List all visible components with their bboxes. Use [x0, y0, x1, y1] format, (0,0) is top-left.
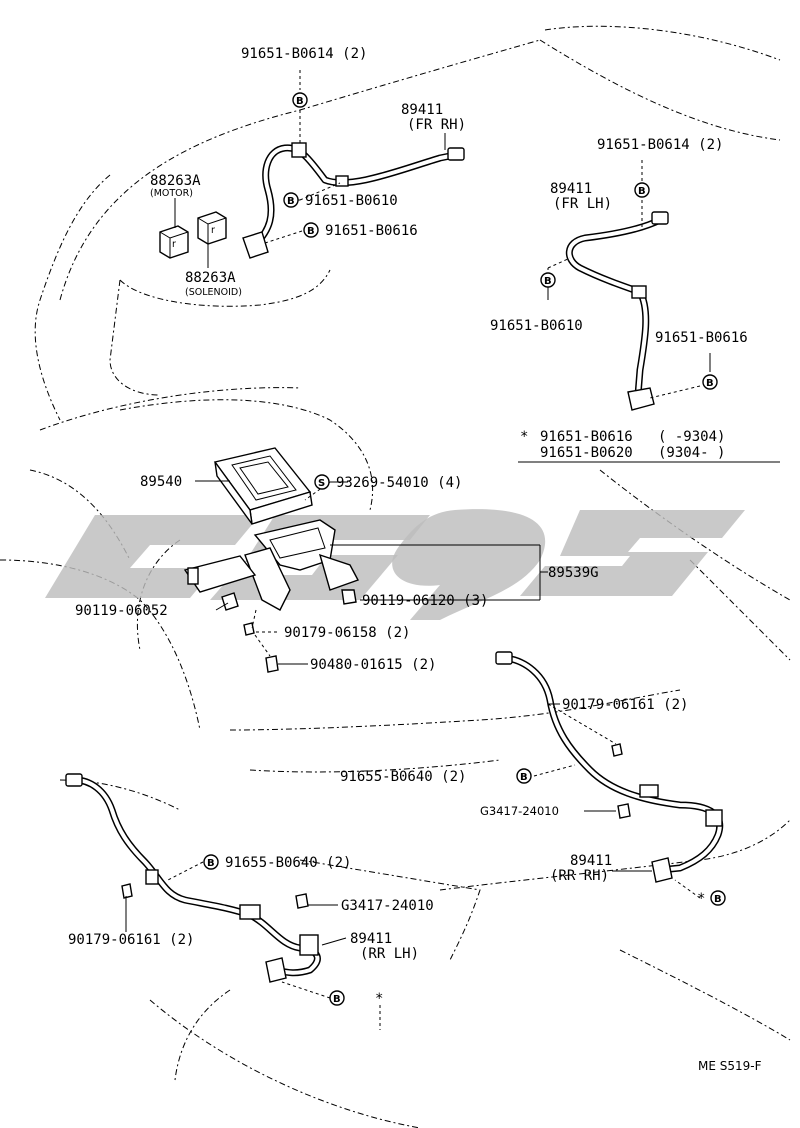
bolt-symbols: B B B B B B S B B B B [203, 92, 726, 1006]
fr-lh-sensor [565, 211, 669, 411]
figure-code: ME S519-F [698, 1059, 762, 1073]
label-sensor-fr-lh-side: (FR LH) [553, 196, 612, 212]
svg-text:S: S [318, 478, 325, 489]
label-sensor-fr-lh: 89411 [550, 181, 592, 197]
bolt-symbol-rr-lh-note: B [329, 990, 345, 1006]
ecu-leader-lines [195, 480, 548, 665]
svg-text:B: B [296, 96, 304, 107]
fr-lh-leader-lines [518, 160, 780, 463]
bolt-symbol-fr-rh-low: B [303, 222, 319, 238]
label-bolt-fr-rh-top: 91651-B0614 (2) [241, 46, 367, 62]
label-ecu: 89540 [140, 474, 182, 490]
label-relay-motor-note: (MOTOR) [150, 188, 193, 199]
body-outline-lines [0, 25, 791, 1128]
rr-lh-leader-lines [125, 861, 381, 1030]
svg-text:B: B [714, 894, 722, 905]
note-line2-part: 91651-B0620 [540, 445, 633, 461]
svg-text:B: B [307, 226, 315, 237]
label-grommet-rr-rh: G3417-24010 [480, 804, 559, 818]
label-bolt-fr-lh-mid: 91651-B0610 [490, 318, 583, 334]
label-bolt-fr-lh-low: 91651-B0616 [655, 330, 748, 346]
label-grommet-rr-lh: G3417-24010 [341, 898, 434, 914]
bolt-symbol-rr-lh: B [203, 854, 219, 870]
label-sensor-rr-rh-side: (RR RH) [550, 868, 609, 884]
label-bracket: 89539G [548, 565, 599, 581]
rr-rh-sensor [495, 651, 724, 883]
label-sensor-rr-rh: 89411 [570, 853, 612, 869]
svg-text:B: B [207, 858, 215, 869]
label-sensor-rr-lh-side: (RR LH) [360, 946, 419, 962]
part-labels: 91651-B0614 (2) 89411 (FR RH) 88263A (MO… [68, 46, 762, 1073]
note-mark-rr-lh: * [375, 991, 383, 1007]
label-relay-motor: 88263A [150, 173, 201, 189]
label-clip-rr-lh: 90179-06161 (2) [68, 932, 194, 948]
label-bolt-bracket-left: 90119-06052 [75, 603, 168, 619]
svg-text:B: B [287, 196, 295, 207]
label-bolt-fr-rh-mid: 91651-B0610 [305, 193, 398, 209]
label-sensor-rr-lh: 89411 [350, 931, 392, 947]
label-sensor-fr-rh: 89411 [401, 102, 443, 118]
label-screw-ecu: 93269-54010 (4) [336, 475, 462, 491]
relay-motor: r [159, 198, 189, 259]
label-bolt-fr-lh-top: 91651-B0614 (2) [597, 137, 723, 153]
svg-text:B: B [544, 276, 552, 287]
bolt-symbol-fr-lh-mid: B [540, 272, 556, 288]
label-clip-bracket: 90179-06158 (2) [284, 625, 410, 641]
svg-text:B: B [706, 378, 714, 389]
svg-text:r: r [211, 225, 215, 236]
label-bolt-fr-rh-low: 91651-B0616 [325, 223, 418, 239]
ecu-bracket [183, 519, 359, 673]
bolt-symbol-fr-lh-low: B [702, 374, 718, 390]
bolt-symbol-fr-rh-top: B [292, 92, 308, 108]
svg-text:B: B [520, 772, 528, 783]
svg-text:B: B [333, 994, 341, 1005]
rr-lh-sensor [65, 773, 321, 983]
screw-symbol-ecu: S [314, 474, 330, 490]
label-bolt-bracket-right: 90119-06120 (3) [362, 593, 488, 609]
label-clip-rr-rh: 90179-06161 (2) [562, 697, 688, 713]
label-relay-solenoid: 88263A [185, 270, 236, 286]
bolt-symbol-rr-rh-note: B [710, 890, 726, 906]
note-line2-range: (9304- ) [658, 445, 725, 461]
note-line1-range: ( -9304) [658, 429, 725, 445]
label-bolt-rr-rh: 91655-B0640 (2) [340, 769, 466, 785]
label-relay-solenoid-note: (SOLENOID) [185, 287, 242, 298]
svg-text:r: r [172, 239, 176, 250]
rr-rh-leader-lines [533, 703, 701, 899]
fr-rh-sensor [242, 142, 465, 259]
label-sensor-fr-rh-side: (FR RH) [407, 117, 466, 133]
label-nut-bracket: 90480-01615 (2) [310, 657, 436, 673]
label-bolt-rr-lh: 91655-B0640 (2) [225, 855, 351, 871]
ecu-module [213, 447, 313, 525]
fr-rh-leader-lines [264, 70, 446, 244]
bolt-symbol-fr-rh-mid: B [283, 192, 299, 208]
note-mark-rr-rh: * [697, 891, 705, 907]
bolt-symbol-fr-lh-top: B [634, 182, 650, 198]
bolt-symbol-rr-rh: B [516, 768, 532, 784]
svg-text:B: B [638, 186, 646, 197]
relay-solenoid: r [197, 211, 227, 268]
note-line1-part: 91651-B0616 [540, 429, 633, 445]
note-mark: * [520, 429, 528, 445]
